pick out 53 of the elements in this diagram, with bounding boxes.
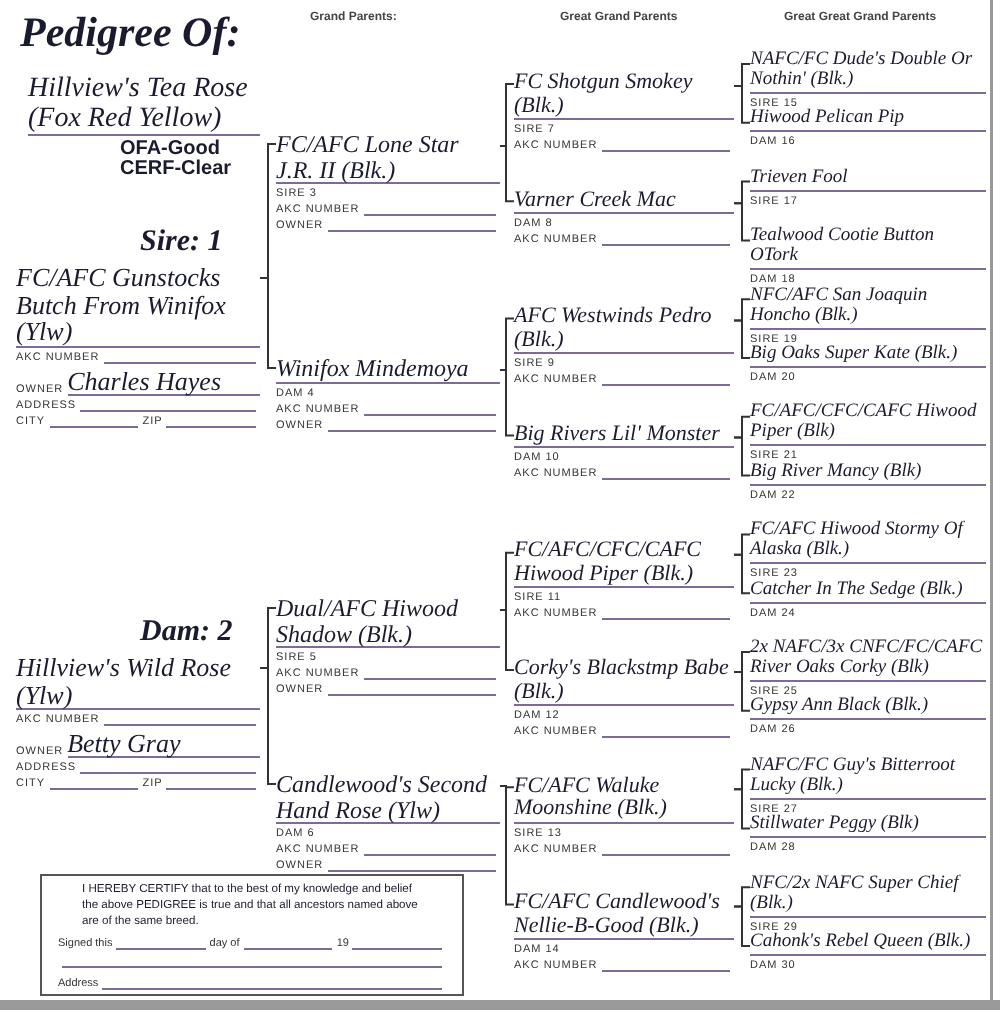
bracket-line bbox=[733, 319, 751, 359]
parent-heading: Sire: 1 bbox=[140, 226, 223, 260]
bracket-line bbox=[499, 317, 515, 371]
bracket-line bbox=[499, 369, 515, 437]
dog-name: FC/AFC/CFC/CAFC Hiwood Piper (Blk) bbox=[750, 404, 986, 447]
title: Pedigree Of: bbox=[20, 8, 241, 58]
dog-name: FC/AFC Lone Star J.R. II (Blk.) bbox=[276, 132, 500, 185]
dog-name: Big Oaks Super Kate (Blk.) bbox=[750, 346, 986, 368]
dog-name: Trieven Fool bbox=[750, 169, 986, 192]
dog-name: Big River Mancy (Blk) bbox=[750, 463, 986, 486]
dog-name: 2x NAFC/3x CNFC/FC/CAFC River Oaks Corky (Blk) bbox=[750, 640, 986, 682]
dog-name: Corky's Blackstmp Babe (Blk.) bbox=[514, 658, 734, 707]
dog-name: Dual/AFC Hiwood Shadow (Blk.) bbox=[276, 596, 500, 649]
dog-name: FC/AFC Gunstocks Butch From Winifox (Ylw) bbox=[16, 264, 260, 348]
dog-name: FC/AFC Candlewood's Nellie-B-Good (Blk.) bbox=[514, 892, 734, 941]
dog-name: FC/AFC Waluke Moonshine (Blk.) bbox=[514, 775, 734, 824]
dog-name: FC/AFC Hiwood Stormy Of Alaska (Blk.) bbox=[750, 522, 986, 565]
dog-name: Varner Creek Mac bbox=[514, 189, 734, 215]
dog-name: NFC/AFC San Joaquin Honcho (Blk.) bbox=[750, 287, 986, 330]
bracket-line bbox=[499, 145, 515, 203]
bracket-line bbox=[733, 788, 751, 830]
dog-name: Hiwood Pelican Pip bbox=[750, 110, 986, 133]
dog-name: Catcher In The Sedge (Blk.) bbox=[750, 581, 986, 604]
owner-name: Charles Hayes bbox=[67, 367, 260, 396]
dog-name: FC Shotgun Smokey (Blk.) bbox=[514, 72, 734, 121]
bracket-line bbox=[499, 551, 515, 611]
dog-name: NAFC/FC Guy's Bitterroot Lucky (Blk.) bbox=[750, 757, 986, 800]
health-clearances: OFA-Good CERF-Clear bbox=[120, 140, 234, 181]
dog-name: Tealwood Cootie Button OTork bbox=[750, 228, 986, 271]
dog-name: Cahonk's Rebel Queen (Blk.) bbox=[750, 934, 986, 956]
dog-name: AFC Westwinds Pedro (Blk.) bbox=[514, 306, 734, 355]
bracket-line bbox=[499, 83, 515, 147]
certification-box bbox=[40, 874, 464, 996]
bracket-line bbox=[733, 671, 751, 712]
bracket-line bbox=[259, 667, 277, 785]
bracket-line bbox=[499, 609, 515, 671]
bracket-line bbox=[733, 202, 751, 242]
dog-name: NAFC/FC Dude's Double Or Nothin' (Blk.) bbox=[750, 52, 986, 94]
parent-heading: Dam: 2 bbox=[140, 616, 233, 650]
bracket-line bbox=[733, 436, 751, 477]
dog-name: Winifox Mindemoya bbox=[276, 356, 500, 384]
dog-name: FC/AFC/CFC/CAFC Hiwood Piper (Blk.) bbox=[514, 540, 734, 589]
dog-name: Candlewood's Second Hand Rose (Ylw) bbox=[276, 772, 500, 825]
dog-name: Big Rivers Lil' Monster bbox=[514, 423, 734, 449]
bracket-line bbox=[499, 785, 515, 906]
bracket-line bbox=[733, 905, 751, 947]
dog-name: Hillview's Tea Rose (Fox Red Yellow) bbox=[28, 76, 260, 137]
dog-name: Gypsy Ann Black (Blk.) bbox=[750, 698, 986, 721]
bracket-line bbox=[733, 553, 751, 595]
owner-name: Betty Gray bbox=[67, 730, 260, 759]
dog-name: Hillview's Wild Rose (Ylw) bbox=[16, 654, 260, 711]
dog-name: NFC/2x NAFC Super Chief (Blk.) bbox=[750, 875, 986, 918]
dog-name: Stillwater Peggy (Blk) bbox=[750, 816, 986, 839]
